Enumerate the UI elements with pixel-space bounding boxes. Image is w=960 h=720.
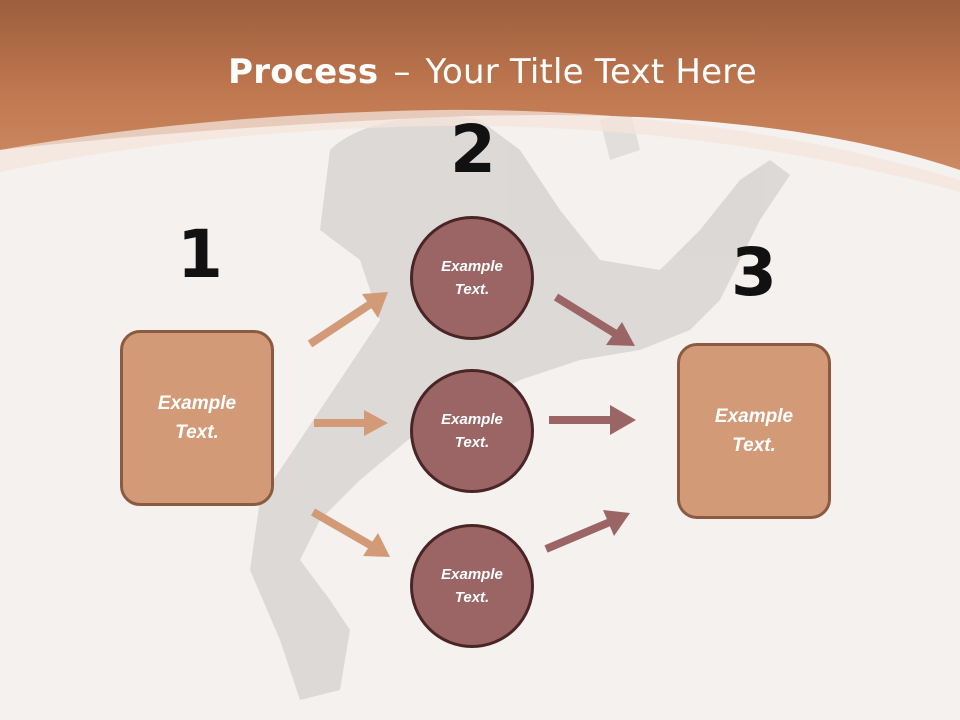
title-bold: Process <box>228 52 379 92</box>
process-circle-bottom[interactable]: Example Text. <box>410 524 534 648</box>
process-circle-bottom-text: Example Text. <box>441 566 503 606</box>
process-box-left-text: Example Text. <box>157 393 237 443</box>
process-box-right-text: Example Text. <box>714 406 794 456</box>
process-circle-top[interactable]: Example Text. <box>410 216 534 340</box>
process-circle-middle-text: Example Text. <box>441 411 503 451</box>
step-number-1: 1 <box>177 216 223 293</box>
step-number-3: 3 <box>731 234 777 311</box>
process-box-right[interactable]: Example Text. <box>677 343 831 519</box>
process-box-left[interactable]: Example Text. <box>120 330 274 506</box>
title-rest: Your Title Text Here <box>425 52 757 92</box>
title-separator: – <box>393 52 411 92</box>
process-circle-middle[interactable]: Example Text. <box>410 369 534 493</box>
header-swoosh <box>0 109 960 192</box>
process-circle-top-text: Example Text. <box>441 258 503 298</box>
slide-title: Process – Your Title Text Here <box>0 52 960 92</box>
step-number-2: 2 <box>450 111 496 188</box>
